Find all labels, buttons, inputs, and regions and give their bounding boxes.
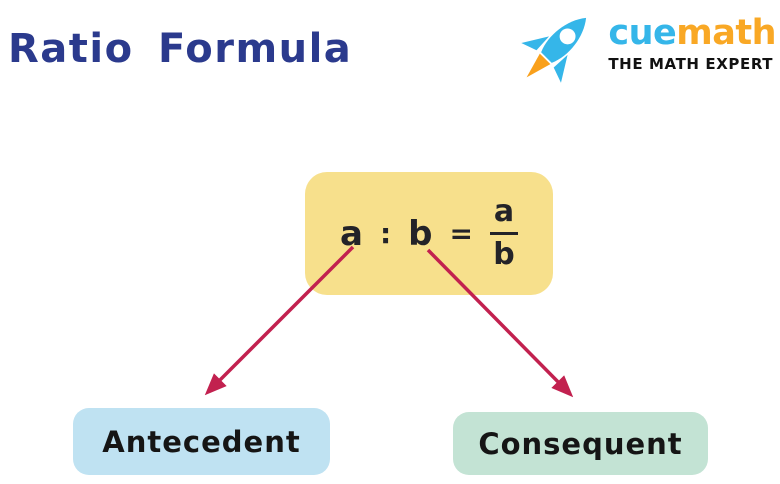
consequent-label: Consequent: [478, 426, 683, 461]
formula-fraction: a b: [489, 194, 518, 272]
antecedent-box: Antecedent: [73, 408, 330, 475]
fraction-numerator: a: [493, 194, 515, 229]
logo-tagline: THE MATH EXPERT: [608, 55, 774, 73]
formula-box: a : b = a b: [305, 172, 553, 295]
logo-text-block: cuemath THE MATH EXPERT: [608, 4, 776, 74]
formula-equals: =: [449, 216, 473, 250]
fraction-bar: [489, 232, 518, 235]
logo-brand-cue: cue: [608, 13, 677, 53]
formula-colon: :: [379, 216, 392, 250]
formula-term-a: a: [340, 213, 363, 254]
consequent-box: Consequent: [453, 412, 708, 475]
rocket-icon: [521, 17, 587, 83]
fraction-denominator: b: [493, 237, 515, 272]
antecedent-label: Antecedent: [102, 424, 301, 459]
formula-term-b: b: [408, 213, 433, 254]
cuemath-logo: cuemath THE MATH EXPERT: [510, 4, 776, 90]
logo-brand-math: math: [676, 13, 776, 53]
page-title: Ratio Formula: [8, 26, 353, 72]
logo-brand: cuemath: [608, 16, 776, 51]
